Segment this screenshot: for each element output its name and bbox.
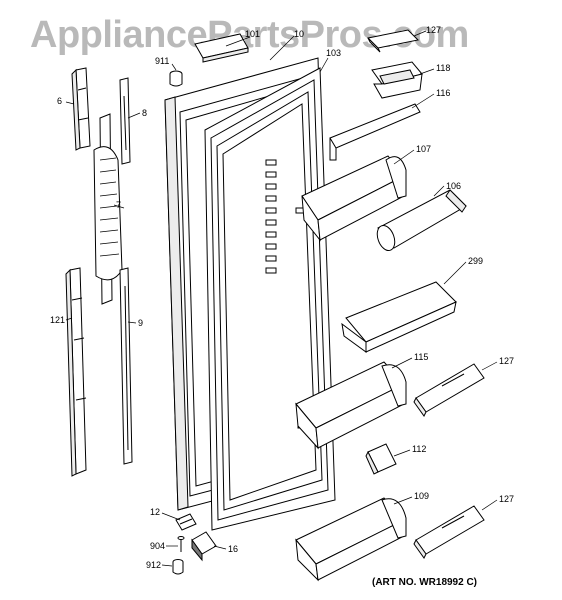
callout-16: 16 [228,544,238,554]
callout-107: 107 [416,144,431,154]
door-bin-109 [295,497,407,582]
callout-101: 101 [245,29,260,39]
trim-strip-9 [119,267,133,465]
callout-112: 112 [412,444,426,454]
callout-127-top: 127 [426,25,441,35]
shelf-299 [341,281,457,353]
handle-trim-6 [71,67,91,151]
bin-cover-106 [376,189,467,252]
callout-912: 912 [146,560,161,570]
door-bin-115 [295,361,407,450]
callout-116: 116 [436,88,450,98]
callout-299: 299 [468,256,483,266]
bin-cover-127-top [366,29,420,53]
dairy-bin-118 [371,61,423,99]
bushing-912 [172,559,184,575]
callout-6: 6 [57,96,62,106]
callout-118: 118 [436,63,450,73]
callout-103: 103 [326,48,341,58]
callout-121: 121 [50,315,65,325]
leader-lines [65,30,498,567]
callout-106: 106 [446,181,461,191]
door-bin-107 [301,155,407,242]
screw-904 [177,536,185,552]
handle-trim-121 [65,267,87,477]
callout-109: 109 [414,491,429,501]
callout-911: 911 [155,56,169,66]
callout-labels: 101 10 103 127 911 118 116 6 8 107 106 7… [50,25,514,570]
callout-12: 12 [150,507,160,517]
hinge-bushing-911 [169,70,183,87]
bin-cover-127-mid [413,363,485,417]
top-cap-101 [194,33,249,63]
callout-8: 8 [142,108,147,118]
trim-strip-8 [119,77,131,165]
callout-115: 115 [414,352,428,362]
bracket-112 [365,443,397,475]
callout-7: 7 [116,200,121,210]
callout-127-mid: 127 [499,356,514,366]
bin-cover-127-bottom [413,505,485,559]
door-gasket [204,67,336,531]
bracket-12 [175,513,197,531]
callout-127-bottom: 127 [499,494,514,504]
handle-7 [93,113,123,305]
rail-116 [329,103,421,161]
art-number: (ART NO. WR18992 C) [372,577,478,588]
hinge-16 [191,531,217,562]
callout-10: 10 [294,29,304,39]
callout-904: 904 [150,541,165,551]
callout-9: 9 [138,318,143,328]
